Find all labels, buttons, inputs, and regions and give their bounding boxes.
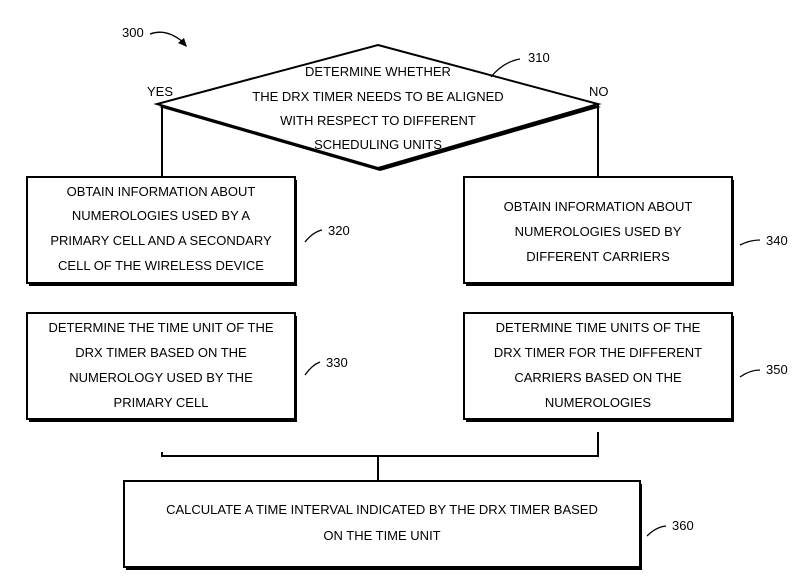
- step-330: DETERMINE THE TIME UNIT OF THE DRX TIMER…: [26, 312, 297, 422]
- step-320-line-1: OBTAIN INFORMATION ABOUT: [67, 184, 256, 199]
- step-350-line-3: CARRIERS BASED ON THE: [514, 370, 682, 385]
- step-320-line-4: CELL OF THE WIRELESS DEVICE: [58, 258, 264, 273]
- ref-320-leader: [304, 229, 323, 243]
- decision-310: DETERMINE WHETHER THE DRX TIMER NEEDS TO…: [153, 43, 602, 171]
- step-320-line-2: NUMEROLOGIES USED BY A: [72, 208, 251, 223]
- ref-310: 310: [528, 50, 550, 65]
- ref-310-leader: [490, 58, 521, 78]
- step-330-line-1: DETERMINE THE TIME UNIT OF THE: [48, 320, 273, 335]
- yes-label: YES: [147, 84, 173, 99]
- step-350-line-1: DETERMINE TIME UNITS OF THE: [496, 320, 701, 335]
- step-320: OBTAIN INFORMATION ABOUT NUMEROLOGIES US…: [26, 176, 297, 286]
- step-330-line-2: DRX TIMER BASED ON THE: [75, 345, 247, 360]
- connector-lines: [161, 104, 599, 480]
- ref-340-leader: [739, 239, 761, 246]
- step-320-line-3: PRIMARY CELL AND A SECONDARY: [50, 233, 272, 248]
- ref-330: 330: [326, 355, 348, 370]
- step-340-line-1: OBTAIN INFORMATION ABOUT: [504, 199, 693, 214]
- decision-line-1: DETERMINE WHETHER: [305, 64, 451, 79]
- figure-label-arrow: [149, 31, 184, 43]
- step-360: CALCULATE A TIME INTERVAL INDICATED BY T…: [123, 480, 642, 570]
- decision-line-2: THE DRX TIMER NEEDS TO BE ALIGNED: [252, 89, 503, 104]
- ref-360-leader: [646, 525, 667, 537]
- figure-label-arrowhead: [178, 38, 187, 47]
- step-350: DETERMINE TIME UNITS OF THE DRX TIMER FO…: [463, 312, 734, 422]
- figure-label: 300: [122, 25, 144, 40]
- ref-330-leader: [304, 361, 321, 376]
- step-330-line-4: PRIMARY CELL: [114, 395, 209, 410]
- step-360-line-2: ON THE TIME UNIT: [323, 528, 440, 543]
- step-350-line-2: DRX TIMER FOR THE DIFFERENT: [494, 345, 702, 360]
- step-360-line-1: CALCULATE A TIME INTERVAL INDICATED BY T…: [166, 502, 598, 517]
- ref-340: 340: [766, 233, 788, 248]
- decision-line-3: WITH RESPECT TO DIFFERENT: [280, 113, 476, 128]
- ref-360: 360: [672, 518, 694, 533]
- no-label: NO: [589, 84, 609, 99]
- step-340-line-2: NUMEROLOGIES USED BY: [515, 224, 682, 239]
- ref-350: 350: [766, 362, 788, 377]
- decision-line-4: SCHEDULING UNITS: [314, 137, 442, 152]
- step-340-line-3: DIFFERENT CARRIERS: [526, 249, 670, 264]
- ref-320: 320: [328, 223, 350, 238]
- step-330-line-3: NUMEROLOGY USED BY THE: [69, 370, 253, 385]
- ref-350-leader: [739, 369, 761, 378]
- step-350-line-4: NUMEROLOGIES: [545, 395, 652, 410]
- step-340: OBTAIN INFORMATION ABOUT NUMEROLOGIES US…: [463, 176, 734, 286]
